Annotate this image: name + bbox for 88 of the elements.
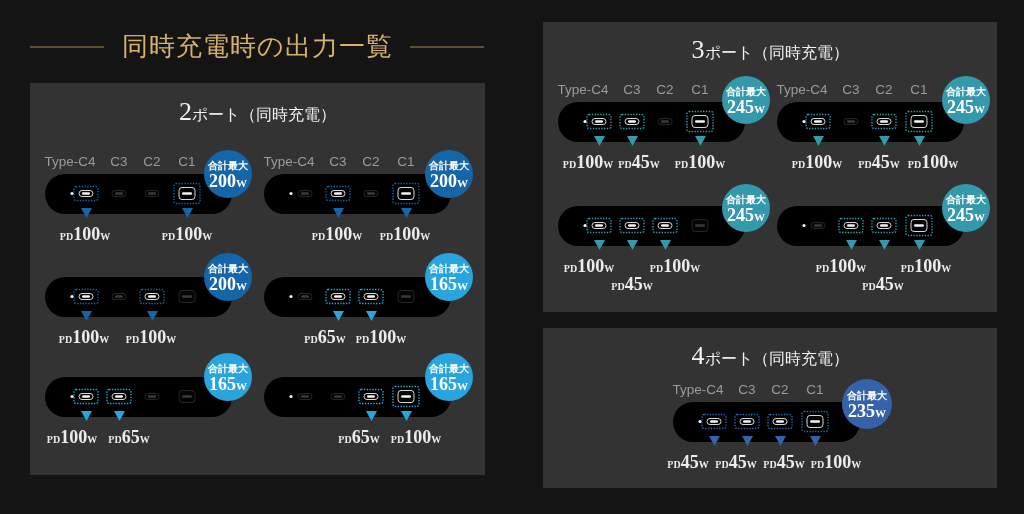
total-output-circle (942, 184, 990, 232)
port-label: C1 (691, 83, 709, 97)
port-label: Type-C4 (672, 383, 724, 397)
total-wattage: 245W (727, 98, 765, 116)
port-label: C3 (623, 83, 641, 97)
panel (30, 83, 485, 475)
output-label: PD65W (338, 428, 380, 446)
panel-title: 4ポート（同時充電） (691, 343, 849, 369)
total-output-circle (425, 353, 473, 401)
port-label: C2 (875, 83, 893, 97)
total-wattage: 200W (209, 172, 247, 190)
output-label: PD100W (161, 225, 213, 243)
output-label: PD100W (815, 257, 867, 275)
output-label: PD100W (125, 328, 177, 346)
total-max-label: 合計最大 (847, 391, 887, 401)
panel (543, 328, 997, 488)
total-output-circle (842, 379, 892, 429)
output-label: PD100W (562, 153, 614, 171)
output-label: PD45W (611, 275, 653, 293)
output-label: PD100W (311, 225, 363, 243)
total-output-circle (425, 150, 473, 198)
total-wattage: 200W (430, 172, 468, 190)
output-label: PD100W (674, 153, 726, 171)
output-label: PD65W (304, 328, 346, 346)
output-label: PD45W (715, 453, 757, 471)
total-wattage: 200W (209, 275, 247, 293)
port-label: C3 (842, 83, 860, 97)
port-label: C2 (771, 383, 789, 397)
output-label: PD100W (900, 257, 952, 275)
total-wattage: 165W (430, 275, 468, 293)
total-output-circle (204, 253, 252, 301)
output-label: PD45W (667, 453, 709, 471)
panel-title: 3ポート（同時充電） (691, 37, 849, 63)
total-wattage: 245W (727, 206, 765, 224)
port-label: C1 (806, 383, 824, 397)
total-max-label: 合計最大 (946, 195, 986, 205)
total-max-label: 合計最大 (429, 264, 469, 274)
port-label: C2 (362, 155, 380, 169)
output-label: PD100W (379, 225, 431, 243)
output-label: PD100W (390, 428, 442, 446)
output-label: PD100W (791, 153, 843, 171)
port-label: Type-C4 (557, 83, 609, 97)
port-label: C3 (110, 155, 128, 169)
total-max-label: 合計最大 (429, 364, 469, 374)
total-wattage: 165W (209, 375, 247, 393)
total-wattage: 235W (848, 402, 886, 420)
output-label: PD45W (862, 275, 904, 293)
output-label: PD100W (810, 453, 862, 471)
output-label: PD100W (46, 428, 98, 446)
output-label: PD65W (108, 428, 150, 446)
total-output-circle (942, 76, 990, 124)
total-wattage: 245W (947, 206, 985, 224)
total-output-circle (425, 253, 473, 301)
total-output-circle (204, 353, 252, 401)
total-output-circle (722, 76, 770, 124)
port-label: C1 (910, 83, 928, 97)
panel (543, 22, 997, 312)
panel-title: 2ポート（同時充電） (179, 99, 336, 125)
output-label: PD100W (649, 257, 701, 275)
total-max-label: 合計最大 (208, 161, 248, 171)
total-max-label: 合計最大 (208, 364, 248, 374)
total-wattage: 245W (947, 98, 985, 116)
port-label: C3 (738, 383, 756, 397)
output-label: PD45W (858, 153, 900, 171)
total-max-label: 合計最大 (946, 87, 986, 97)
port-label: C2 (656, 83, 674, 97)
port-label: C1 (178, 155, 196, 169)
total-max-label: 合計最大 (726, 87, 766, 97)
total-max-label: 合計最大 (429, 161, 469, 171)
output-label: PD100W (563, 257, 615, 275)
output-label: PD100W (355, 328, 407, 346)
total-output-circle (204, 150, 252, 198)
port-label: C1 (397, 155, 415, 169)
page-title: 同時充電時の出力一覧 (121, 33, 393, 59)
port-label: Type-C4 (776, 83, 828, 97)
total-wattage: 165W (430, 375, 468, 393)
total-output-circle (722, 184, 770, 232)
port-label: C2 (143, 155, 161, 169)
output-label: PD45W (763, 453, 805, 471)
port-label: Type-C4 (44, 155, 96, 169)
output-label: PD45W (618, 153, 660, 171)
port-label: Type-C4 (263, 155, 315, 169)
output-label: PD100W (58, 328, 110, 346)
output-label: PD100W (907, 153, 959, 171)
output-label: PD100W (59, 225, 111, 243)
total-max-label: 合計最大 (726, 195, 766, 205)
port-label: C3 (329, 155, 347, 169)
total-max-label: 合計最大 (208, 264, 248, 274)
